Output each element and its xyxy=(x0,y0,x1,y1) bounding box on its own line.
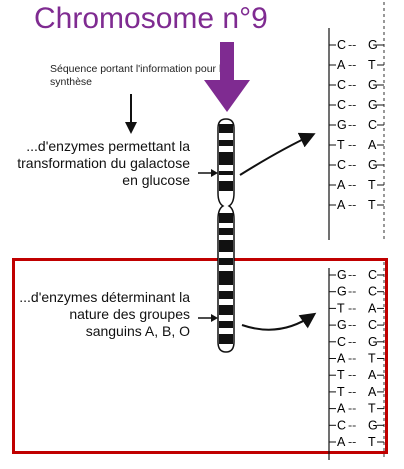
dna-bottom-base-right: T xyxy=(368,352,376,366)
svg-text:--: -- xyxy=(348,268,356,282)
curved-arrow-top-icon xyxy=(239,132,316,176)
dna-bottom-base-right: C xyxy=(368,318,377,332)
dna-top-pair-7: C-- G xyxy=(329,158,384,172)
dna-top-base-left: A xyxy=(337,198,346,212)
dna-top-base-left: C xyxy=(337,98,346,112)
dna-top-base-left: C xyxy=(337,38,346,52)
svg-text:--: -- xyxy=(348,198,356,212)
caption-arrow-icon xyxy=(125,94,137,134)
dna-bottom-pair-3: T-- A xyxy=(329,301,384,315)
description-blood-group-enzymes: ...d'enzymes déterminant la nature des g… xyxy=(19,289,190,339)
svg-text:--: -- xyxy=(348,385,356,399)
dna-top-pair-5: G-- C xyxy=(329,118,384,132)
dna-bottom-base-right: G xyxy=(368,335,378,349)
dna-top-pair-1: C-- G xyxy=(329,38,384,52)
dna-top-base-right: T xyxy=(368,198,376,212)
dna-top-pair-6: T-- A xyxy=(329,138,384,152)
dna-bottom-pair-7: T-- A xyxy=(329,368,384,382)
svg-text:--: -- xyxy=(348,368,356,382)
purple-arrow-icon xyxy=(204,42,250,112)
dna-bottom-base-left: G xyxy=(337,285,347,299)
svg-text:--: -- xyxy=(348,158,356,172)
dna-top-base-right: G xyxy=(368,38,378,52)
svg-text:--: -- xyxy=(348,318,356,332)
dna-top-base-right: G xyxy=(368,158,378,172)
dna-bottom-pair-9: A-- T xyxy=(329,402,384,416)
dna-bottom-base-left: G xyxy=(337,268,347,282)
dna-bottom-base-right: A xyxy=(368,385,377,399)
svg-text:--: -- xyxy=(348,138,356,152)
dna-top-pair-2: A-- T xyxy=(329,58,384,72)
dna-sequence-top: C--GA--TC--GC--GG--CT--AC--GA--TA--T xyxy=(329,38,384,212)
dna-bottom-base-left: C xyxy=(337,418,346,432)
dna-bottom-base-right: A xyxy=(368,368,377,382)
svg-text:--: -- xyxy=(348,98,356,112)
highlight-frame xyxy=(12,258,388,454)
dna-top-pair-3: C-- G xyxy=(329,78,384,92)
dna-bottom-base-right: T xyxy=(368,435,376,449)
svg-text:--: -- xyxy=(348,58,356,72)
svg-text:--: -- xyxy=(348,118,356,132)
dna-bottom-pair-1: G-- C xyxy=(329,268,384,282)
dna-bottom-base-left: A xyxy=(337,435,346,449)
svg-text:--: -- xyxy=(348,435,356,449)
dna-top-pair-4: C-- G xyxy=(329,98,384,112)
description-galactose-enzymes: ...d'enzymes permettant la transformatio… xyxy=(17,138,190,188)
dna-sequence-bottom: G--CG--CT--AG--CC--GA--TT--AT--AA--TC--G… xyxy=(329,268,384,449)
dna-bottom-base-left: C xyxy=(337,335,346,349)
svg-text:--: -- xyxy=(348,402,356,416)
dna-top-base-right: G xyxy=(368,98,378,112)
dna-top-base-left: C xyxy=(337,158,346,172)
dna-bottom-pair-2: G-- C xyxy=(329,285,384,299)
dna-top-base-left: C xyxy=(337,78,346,92)
svg-text:--: -- xyxy=(348,352,356,366)
svg-text:--: -- xyxy=(348,178,356,192)
dna-bottom-base-right: T xyxy=(368,402,376,416)
dna-top-base-right: A xyxy=(368,138,377,152)
dna-bottom-base-left: G xyxy=(337,318,347,332)
svg-text:--: -- xyxy=(348,285,356,299)
dna-top-base-left: G xyxy=(337,118,347,132)
chromosome-9 xyxy=(217,118,235,353)
dna-top-pair-9: A-- T xyxy=(329,198,384,212)
dna-bottom-base-right: C xyxy=(368,268,377,282)
dna-bottom-pair-6: A-- T xyxy=(329,352,384,366)
dna-bottom-base-left: A xyxy=(337,352,346,366)
svg-text:--: -- xyxy=(348,335,356,349)
dna-bottom-base-right: C xyxy=(368,285,377,299)
dna-top-base-left: T xyxy=(337,138,345,152)
dna-top-base-right: T xyxy=(368,178,376,192)
dna-bottom-base-left: T xyxy=(337,368,345,382)
curved-arrow-bottom-icon xyxy=(241,312,317,331)
svg-text:--: -- xyxy=(348,78,356,92)
page-title: Chromosome n°9 xyxy=(34,2,268,35)
dna-top-base-left: A xyxy=(337,58,346,72)
dna-top-base-right: C xyxy=(368,118,377,132)
dna-bottom-pair-10: C-- G xyxy=(329,418,384,432)
dna-bottom-base-right: A xyxy=(368,301,377,315)
dna-top-base-right: G xyxy=(368,78,378,92)
pointer-bottom-icon xyxy=(198,314,218,322)
dna-bottom-base-left: T xyxy=(337,301,345,315)
svg-text:--: -- xyxy=(348,418,356,432)
dna-bottom-pair-4: G-- C xyxy=(329,318,384,332)
dna-bottom-pair-8: T-- A xyxy=(329,385,384,399)
svg-text:--: -- xyxy=(348,301,356,315)
dna-bottom-pair-11: A-- T xyxy=(329,435,384,449)
pointer-top-icon xyxy=(198,169,218,177)
dna-top-pair-8: A-- T xyxy=(329,178,384,192)
svg-text:--: -- xyxy=(348,38,356,52)
dna-bottom-base-left: T xyxy=(337,385,345,399)
dna-top-base-left: A xyxy=(337,178,346,192)
sequence-caption: Séquence portant l'information pour la s… xyxy=(50,63,228,88)
dna-bottom-base-left: A xyxy=(337,402,346,416)
dna-bottom-pair-5: C-- G xyxy=(329,335,384,349)
dna-top-base-right: T xyxy=(368,58,376,72)
dna-bottom-base-right: G xyxy=(368,418,378,432)
